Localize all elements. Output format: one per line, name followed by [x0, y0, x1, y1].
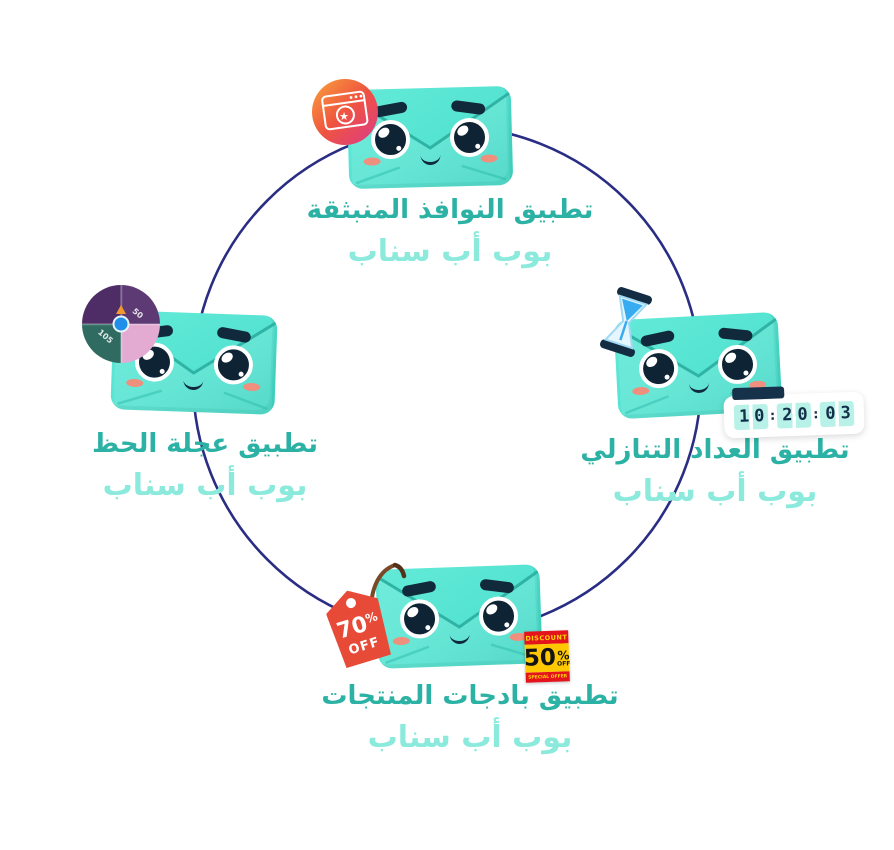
discount-off: OFF: [556, 659, 571, 668]
timer-minutes: 20: [776, 402, 813, 429]
wheel-segment-label: 105: [96, 327, 115, 346]
app-title: تطبيق بادجات المنتجات: [321, 681, 619, 711]
discount-footer: SPECIAL OFFER: [525, 671, 570, 683]
app-group-countdown: 10:20:03: [600, 287, 866, 439]
app-subtitle: بوب أب سناب: [347, 233, 553, 269]
tag-hole: [345, 597, 357, 609]
timer-tab: [732, 386, 785, 401]
label-countdown: تطبيق العداد التنازلي بوب أب سناب: [580, 434, 850, 509]
discount-value: 50: [523, 644, 557, 672]
countdown-timer: 10:20:03: [723, 386, 866, 439]
popup-window-icon: ★: [312, 79, 378, 145]
app-title: تطبيق عجلة الحظ: [92, 429, 318, 459]
wheel-pointer: [116, 305, 126, 314]
timer-hours: 10: [733, 403, 770, 431]
label-product-badges: تطبيق بادجات المنتجات بوب أب سناب: [310, 680, 630, 755]
fortune-wheel-icon: 50 105: [82, 285, 160, 363]
app-title: تطبيق النوافذ المنبثقة: [306, 195, 594, 225]
app-group-product-badges: 70% OFF DISCOUNT 50 % OFF SPECIAL OFFER: [375, 562, 571, 683]
app-group-popup-windows: ★: [312, 79, 514, 190]
timer-seconds: 03: [819, 400, 856, 428]
app-subtitle: بوب أب سناب: [102, 467, 308, 503]
app-subtitle: بوب أب سناب: [367, 719, 573, 755]
blush-right: [243, 382, 261, 392]
tag-percent: %: [363, 609, 380, 627]
app-subtitle: بوب أب سناب: [612, 473, 818, 509]
mascot-envelope: [375, 564, 543, 669]
hourglass-icon: [600, 287, 652, 357]
wheel-hub: [112, 315, 130, 333]
blush-left: [126, 378, 144, 388]
discount-badge-icon: DISCOUNT 50 % OFF SPECIAL OFFER: [523, 630, 571, 683]
label-popup-windows: تطبيق النوافذ المنبثقة بوب أب سناب: [270, 194, 630, 269]
popup-star-glyph: ★: [339, 110, 349, 123]
label-lucky-wheel: تطبيق عجلة الحظ بوب أب سناب: [75, 428, 335, 503]
wheel-segment-label: 50: [130, 306, 145, 321]
app-group-lucky-wheel: 50 105: [82, 285, 278, 415]
app-title: تطبيق العداد التنازلي: [580, 435, 850, 465]
